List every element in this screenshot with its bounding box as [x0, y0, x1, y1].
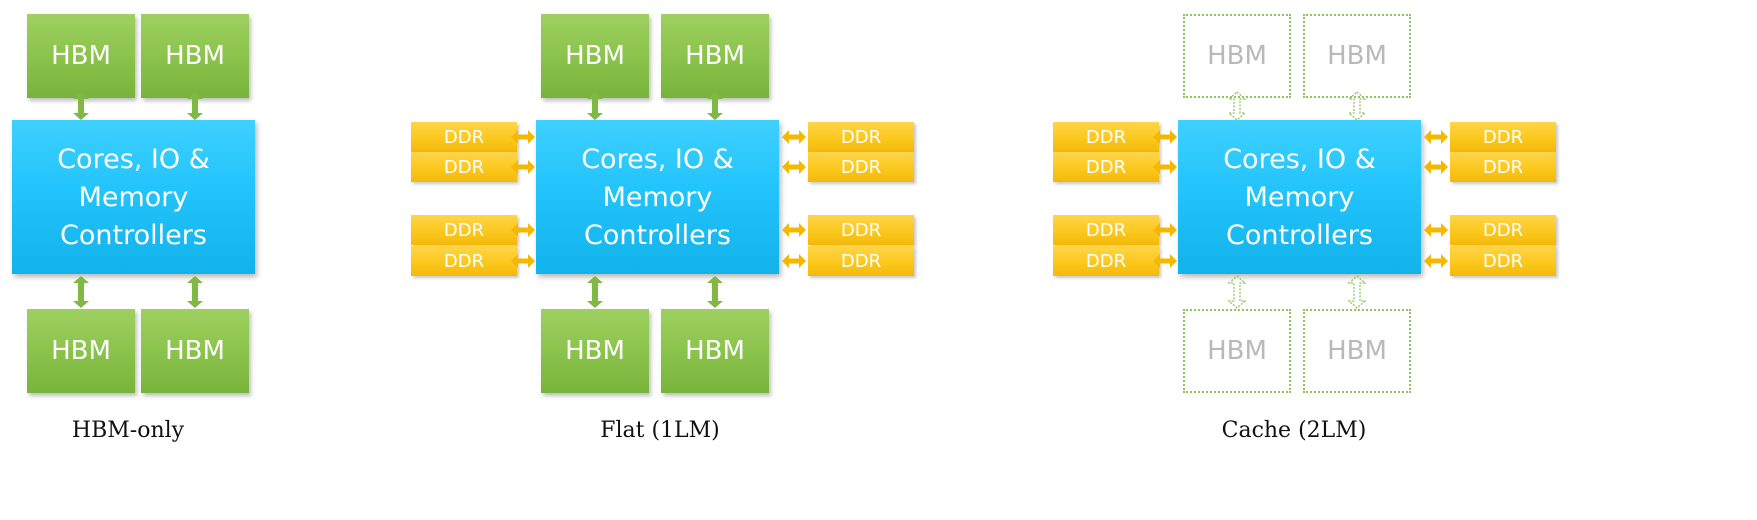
ddr-right-2: DDR: [1450, 152, 1556, 182]
ddr-right-3: DDR: [808, 215, 914, 245]
cpu-label-line: Controllers: [584, 220, 731, 251]
ddr-left-3: DDR: [1053, 215, 1159, 245]
bidirectional-vertical-arrow-icon: [707, 276, 723, 308]
bidirectional-horizontal-arrow-icon: [511, 254, 535, 268]
bidirectional-horizontal-arrow-icon: [1424, 254, 1448, 268]
hbm-bottom-2: HBM: [141, 309, 249, 393]
bidirectional-vertical-arrow-icon: [1347, 91, 1367, 121]
bidirectional-vertical-arrow-icon: [187, 92, 203, 120]
hbm-top-1: HBM: [541, 14, 649, 98]
diagram-caption: Flat (1LM): [600, 418, 720, 443]
bidirectional-horizontal-arrow-icon: [1153, 223, 1177, 237]
hbm-top-1: HBM: [1183, 14, 1291, 98]
ddr-right-4: DDR: [1450, 246, 1556, 276]
bidirectional-vertical-arrow-icon: [73, 92, 89, 120]
bidirectional-horizontal-arrow-icon: [511, 223, 535, 237]
bidirectional-vertical-arrow-icon: [73, 276, 89, 308]
bidirectional-vertical-arrow-icon: [587, 92, 603, 120]
bidirectional-horizontal-arrow-icon: [782, 130, 806, 144]
hbm-bottom-2: HBM: [661, 309, 769, 393]
hbm-top-2: HBM: [1303, 14, 1411, 98]
hbm-bottom-1: HBM: [541, 309, 649, 393]
cpu-label-line: Controllers: [60, 220, 207, 251]
diagram-caption: HBM-only: [71, 418, 185, 443]
cpu-label-line: Cores, IO &: [57, 144, 210, 175]
bidirectional-horizontal-arrow-icon: [782, 160, 806, 174]
hbm-top-2: HBM: [661, 14, 769, 98]
ddr-left-2: DDR: [1053, 152, 1159, 182]
bidirectional-vertical-arrow-icon: [187, 276, 203, 308]
cpu-label-line: Memory: [1244, 182, 1355, 213]
bidirectional-horizontal-arrow-icon: [1424, 130, 1448, 144]
bidirectional-horizontal-arrow-icon: [1424, 223, 1448, 237]
ddr-left-1: DDR: [411, 122, 517, 152]
cpu-label-line: Controllers: [1226, 220, 1373, 251]
ddr-left-1: DDR: [1053, 122, 1159, 152]
hbm-bottom-1: HBM: [27, 309, 135, 393]
hbm-bottom-1: HBM: [1183, 309, 1291, 393]
cpu-label-line: Memory: [78, 182, 189, 213]
bidirectional-vertical-arrow-icon: [707, 92, 723, 120]
hbm-top-2: HBM: [141, 14, 249, 98]
ddr-left-3: DDR: [411, 215, 517, 245]
bidirectional-horizontal-arrow-icon: [782, 254, 806, 268]
ddr-left-2: DDR: [411, 152, 517, 182]
bidirectional-horizontal-arrow-icon: [1153, 130, 1177, 144]
bidirectional-horizontal-arrow-icon: [511, 160, 535, 174]
bidirectional-horizontal-arrow-icon: [1424, 160, 1448, 174]
diagram-caption: Cache (2LM): [1221, 418, 1367, 443]
bidirectional-horizontal-arrow-icon: [1153, 160, 1177, 174]
ddr-right-1: DDR: [1450, 122, 1556, 152]
hbm-bottom-2: HBM: [1303, 309, 1411, 393]
ddr-right-1: DDR: [808, 122, 914, 152]
bidirectional-vertical-arrow-icon: [1227, 91, 1247, 121]
bidirectional-horizontal-arrow-icon: [782, 223, 806, 237]
ddr-left-4: DDR: [411, 246, 517, 276]
cpu-label-line: Cores, IO &: [581, 144, 734, 175]
bidirectional-vertical-arrow-icon: [1227, 275, 1247, 309]
ddr-right-3: DDR: [1450, 215, 1556, 245]
ddr-left-4: DDR: [1053, 246, 1159, 276]
cpu-label-line: Cores, IO &: [1223, 144, 1376, 175]
ddr-right-4: DDR: [808, 246, 914, 276]
ddr-right-2: DDR: [808, 152, 914, 182]
bidirectional-vertical-arrow-icon: [587, 276, 603, 308]
bidirectional-horizontal-arrow-icon: [511, 130, 535, 144]
bidirectional-horizontal-arrow-icon: [1153, 254, 1177, 268]
hbm-top-1: HBM: [27, 14, 135, 98]
cpu-label-line: Memory: [602, 182, 713, 213]
bidirectional-vertical-arrow-icon: [1347, 275, 1367, 309]
